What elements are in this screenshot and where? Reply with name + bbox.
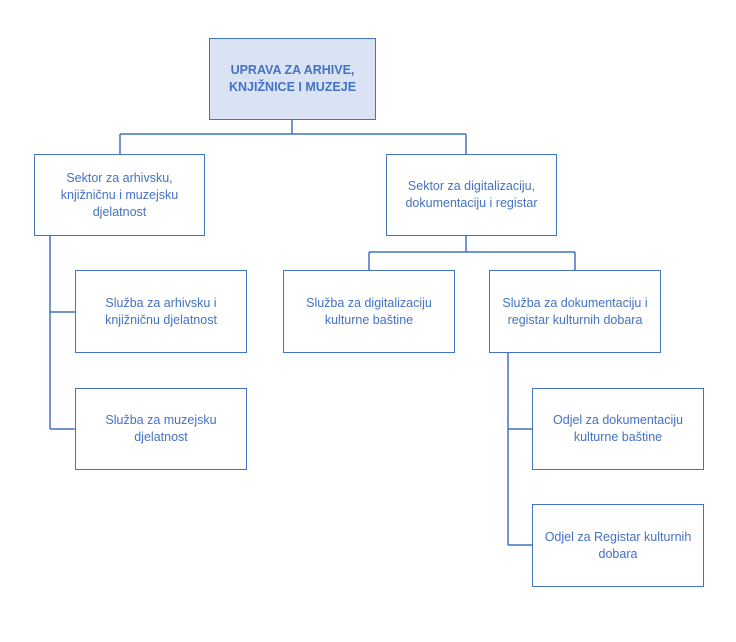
node-dept-documentation-label: Odjel za dokumentaciju kulturne baštine bbox=[553, 413, 683, 444]
node-sector-digital-label: Sektor za digitalizaciju, dokumentaciju … bbox=[405, 179, 538, 210]
node-service-documentation: Služba za dokumentaciju i registar kultu… bbox=[489, 270, 661, 353]
node-root-label: UPRAVA ZA ARHIVE, KNJIŽNICE I MUZEJE bbox=[228, 63, 357, 94]
node-dept-register-label: Odjel za Registar kulturnih dobara bbox=[544, 529, 692, 561]
node-dept-register: Odjel za Registar kulturnih dobara bbox=[532, 504, 704, 587]
node-sector-archive: Sektor za arhivsku, knjižničnu i muzejsk… bbox=[34, 154, 205, 236]
node-service-museum-label: Služba za muzejsku djelatnost bbox=[105, 413, 217, 444]
node-root: UPRAVA ZA ARHIVE, KNJIŽNICE I MUZEJE bbox=[209, 38, 376, 120]
node-service-digitalization-label: Služba za digitalizaciju kulturne baštin… bbox=[306, 295, 432, 327]
node-service-archive-library: Služba za arhivsku i knjižničnu djelatno… bbox=[75, 270, 247, 353]
node-service-museum: Služba za muzejsku djelatnost bbox=[75, 388, 247, 470]
node-service-archive-library-label: Služba za arhivsku i knjižničnu djelatno… bbox=[105, 295, 217, 327]
node-service-documentation-label: Služba za dokumentaciju i registar kultu… bbox=[502, 295, 648, 327]
node-dept-documentation: Odjel za dokumentaciju kulturne baštine bbox=[532, 388, 704, 470]
node-sector-digital: Sektor za digitalizaciju, dokumentaciju … bbox=[386, 154, 557, 236]
node-service-digitalization: Služba za digitalizaciju kulturne baštin… bbox=[283, 270, 455, 353]
node-sector-archive-label: Sektor za arhivsku, knjižničnu i muzejsk… bbox=[60, 170, 179, 219]
